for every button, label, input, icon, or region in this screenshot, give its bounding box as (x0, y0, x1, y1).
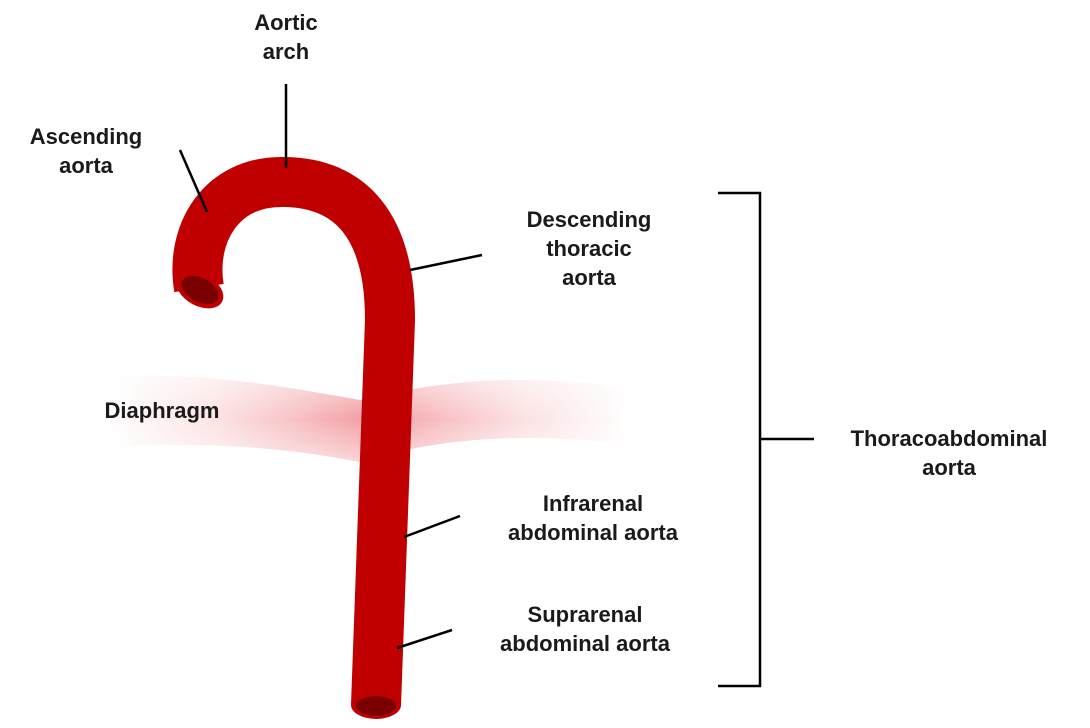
label-line: Suprarenal (460, 600, 710, 629)
label-line: Descending (489, 205, 689, 234)
label-line: Diaphragm (72, 396, 252, 425)
label-line: abdominal aorta (460, 629, 710, 658)
label-infrarenal-abdominal-aorta: Infrarenal abdominal aorta (468, 489, 718, 547)
label-line: Infrarenal (468, 489, 718, 518)
label-line: Thoracoabdominal (814, 424, 1084, 453)
suprarenal-leader (397, 630, 452, 648)
label-ascending-aorta: Ascending aorta (6, 122, 166, 180)
label-line: aorta (6, 151, 166, 180)
descending-thoracic-leader (410, 255, 482, 270)
label-aortic-arch: Aortic arch (246, 8, 326, 66)
label-line: abdominal aorta (468, 518, 718, 547)
bracket-shape (718, 193, 760, 686)
label-line: aorta (814, 453, 1084, 482)
label-line: Aortic (246, 8, 326, 37)
label-descending-thoracic-aorta: Descending thoracic aorta (489, 205, 689, 292)
label-line: arch (246, 37, 326, 66)
label-thoracoabdominal-aorta: Thoracoabdominal aorta (814, 424, 1084, 482)
infrarenal-leader (404, 516, 460, 537)
label-line: thoracic (489, 234, 689, 263)
label-line: aorta (489, 263, 689, 292)
thoracoabdominal-bracket (718, 193, 814, 686)
label-diaphragm: Diaphragm (72, 396, 252, 425)
label-line: Ascending (6, 122, 166, 151)
distal-aorta-lumen (356, 696, 396, 716)
label-suprarenal-abdominal-aorta: Suprarenal abdominal aorta (460, 600, 710, 658)
